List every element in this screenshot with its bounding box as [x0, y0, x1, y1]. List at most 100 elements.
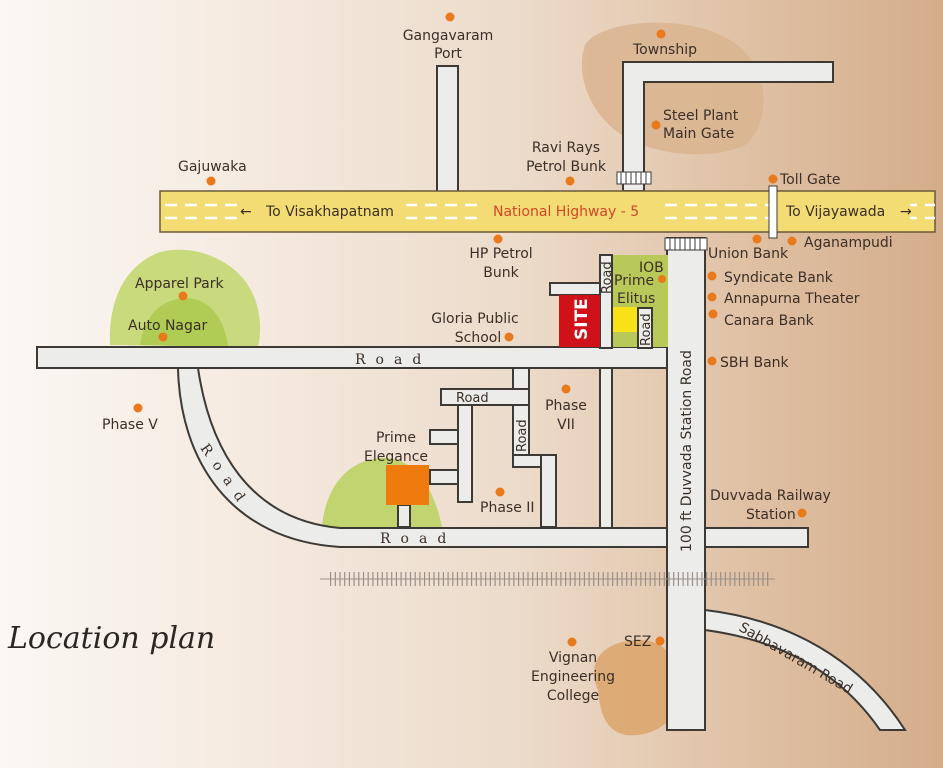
poi-union-bank[interactable]: Union Bank — [708, 234, 789, 263]
lower-road-label: Road — [380, 531, 456, 547]
poi-prime-elegance[interactable]: Prime Elegance — [364, 430, 428, 465]
svg-text:Canara Bank: Canara Bank — [724, 313, 815, 329]
poi-ravi-rays[interactable]: Ravi Rays Petrol Bunk — [526, 140, 607, 186]
highway-name: National Highway - 5 — [493, 204, 639, 220]
svg-text:Annapurna Theater: Annapurna Theater — [724, 291, 860, 307]
highway-direction-left: To Visakhapatnam — [265, 204, 394, 220]
poi-dot-icon — [768, 174, 778, 184]
poi-iob[interactable]: IOB — [639, 260, 666, 283]
svg-text:Township: Township — [632, 42, 697, 58]
poi-dot-icon — [445, 12, 455, 22]
poi-aganampudi[interactable]: Aganampudi — [787, 235, 893, 251]
poi-auto-nagar[interactable]: Auto Nagar — [128, 318, 207, 342]
svg-text:Phase II: Phase II — [480, 500, 535, 516]
poi-dot-icon — [656, 29, 666, 39]
svg-text:College: College — [547, 688, 599, 704]
poi-dot-icon — [707, 356, 717, 366]
poi-sez[interactable]: SEZ — [624, 634, 665, 650]
main-road — [36, 346, 670, 369]
prime-elegance-block[interactable] — [386, 465, 429, 505]
poi-phase-v[interactable]: Phase V — [102, 403, 158, 434]
poi-dot-icon — [797, 508, 807, 518]
svg-text:Gloria Public: Gloria Public — [431, 311, 518, 327]
station-road-label: 100 ft Duvvada Station Road — [679, 350, 695, 552]
inner-road-horizontal — [440, 388, 530, 406]
poi-dot-icon — [206, 176, 216, 186]
poi-dot-icon — [565, 176, 575, 186]
svg-text:Main Gate: Main Gate — [663, 126, 734, 142]
poi-phase-ii[interactable]: Phase II — [480, 487, 535, 517]
curved-lower-road — [176, 367, 809, 548]
elitus-road-label-1: Road — [600, 261, 615, 294]
svg-text:VII: VII — [557, 417, 575, 433]
svg-text:Union Bank: Union Bank — [708, 246, 789, 262]
poi-dot-icon — [787, 236, 797, 246]
station-road-crossing — [664, 237, 708, 251]
poi-gloria-school[interactable]: Gloria Public School — [431, 311, 518, 346]
elitus-inner-road — [637, 307, 653, 349]
poi-steel-plant[interactable]: Steel Plant Main Gate — [651, 108, 739, 142]
poi-apparel-park[interactable]: Apparel Park — [135, 276, 224, 301]
inner-road-spur-1 — [429, 429, 459, 445]
poi-syndicate-bank[interactable]: Syndicate Bank — [707, 270, 834, 286]
svg-text:Engineering: Engineering — [531, 669, 615, 685]
highway-arrow-right: → — [900, 204, 912, 220]
svg-text:Toll Gate: Toll Gate — [779, 172, 841, 188]
poi-dot-icon — [655, 636, 665, 646]
svg-text:Petrol Bunk: Petrol Bunk — [526, 159, 607, 175]
poi-dot-icon — [752, 234, 762, 244]
site-side-road — [599, 367, 613, 529]
poi-dot-icon — [567, 637, 577, 647]
svg-text:Phase V: Phase V — [102, 417, 158, 433]
site-marker[interactable] — [559, 295, 600, 347]
map-title: Location plan — [7, 621, 215, 656]
svg-text:IOB: IOB — [639, 260, 664, 276]
poi-sbh-bank[interactable]: SBH Bank — [707, 355, 790, 371]
svg-text:Phase: Phase — [545, 398, 587, 414]
poi-hp-petrol[interactable]: HP Petrol Bunk — [469, 234, 533, 282]
poi-canara-bank[interactable]: Canara Bank — [708, 309, 815, 330]
svg-text:Elegance: Elegance — [364, 449, 428, 465]
highway-arrow-left: ← — [240, 204, 252, 220]
site-label: SITE — [572, 298, 592, 340]
elegance-access-road — [397, 504, 411, 528]
svg-text:School: School — [455, 330, 501, 346]
svg-text:Syndicate Bank: Syndicate Bank — [724, 270, 834, 286]
svg-text:Aganampudi: Aganampudi — [804, 235, 893, 251]
svg-text:Station: Station — [746, 507, 796, 523]
svg-text:Vignan: Vignan — [549, 650, 597, 666]
poi-gangavaram-port[interactable]: Gangavaram Port — [403, 12, 494, 63]
svg-text:SBH Bank: SBH Bank — [720, 355, 790, 371]
svg-text:Prime: Prime — [614, 273, 654, 289]
main-road-label: Road — [355, 352, 431, 368]
svg-text:Ravi Rays: Ravi Rays — [532, 140, 600, 156]
sabbavaram-road — [704, 608, 907, 731]
svg-text:HP Petrol: HP Petrol — [469, 246, 532, 262]
toll-gate-barrier — [768, 185, 778, 239]
poi-annapurna[interactable]: Annapurna Theater — [707, 291, 860, 307]
poi-gajuwaka[interactable]: Gajuwaka — [178, 159, 247, 186]
vignan-area — [594, 640, 680, 736]
svg-text:SEZ: SEZ — [624, 634, 651, 650]
svg-text:Apparel Park: Apparel Park — [135, 276, 224, 292]
poi-dot-icon — [504, 332, 514, 342]
svg-text:Gajuwaka: Gajuwaka — [178, 159, 247, 175]
national-highway: ← To Visakhapatnam National Highway - 5 … — [159, 190, 936, 233]
svg-text:Auto Nagar: Auto Nagar — [128, 318, 207, 334]
poi-township[interactable]: Township — [632, 29, 697, 59]
poi-phase-vii[interactable]: Phase VII — [545, 384, 587, 434]
poi-duvvada-station[interactable]: Duvvada Railway Station — [710, 488, 831, 523]
poi-dot-icon — [707, 271, 717, 281]
poi-prime-elitus[interactable]: Prime Elitus — [614, 273, 655, 307]
inner-road-branch — [457, 404, 473, 503]
poi-toll-gate[interactable]: Toll Gate — [768, 172, 841, 188]
poi-dot-icon — [651, 120, 661, 130]
svg-text:Duvvada Railway: Duvvada Railway — [710, 488, 831, 504]
svg-text:Port: Port — [434, 46, 462, 62]
poi-vignan[interactable]: Vignan Engineering College — [531, 637, 615, 705]
svg-text:Steel Plant: Steel Plant — [663, 108, 739, 124]
poi-dot-icon — [561, 384, 571, 394]
svg-text:Bunk: Bunk — [483, 265, 519, 281]
